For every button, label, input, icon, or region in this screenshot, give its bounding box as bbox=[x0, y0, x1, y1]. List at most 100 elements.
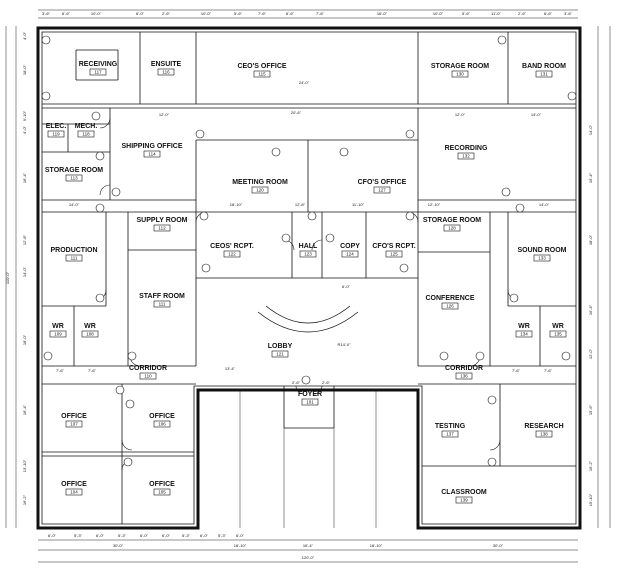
dimension-label: 6'-0" bbox=[140, 533, 149, 538]
room-name: CEO'S OFFICE bbox=[237, 63, 286, 70]
room-name: SHIPPING OFFICE bbox=[121, 143, 182, 150]
room-name: FOYER bbox=[298, 391, 322, 398]
room-number-box bbox=[157, 68, 175, 76]
door-tag bbox=[199, 211, 209, 221]
door-tag bbox=[201, 263, 211, 273]
interior-walls bbox=[42, 32, 576, 528]
room-name: COPY bbox=[340, 243, 360, 250]
dimension-label: 14'-0" bbox=[22, 266, 27, 277]
room-number: 117 bbox=[94, 70, 102, 75]
door-tag bbox=[487, 457, 497, 467]
dimension-texts: 3'-6"6'-6"10'-0"6'-0"2'-6"10'-0"5'-6"7'-… bbox=[5, 11, 593, 560]
room-name: SUPPLY ROOM bbox=[137, 217, 188, 224]
room-name: ELEC. bbox=[46, 123, 67, 130]
room-number: 127 bbox=[378, 188, 386, 193]
door-tag bbox=[95, 203, 105, 213]
room-number-box bbox=[251, 186, 269, 194]
room-number: 115 bbox=[258, 72, 266, 77]
dimension-label: 16'-10" bbox=[234, 543, 247, 548]
door-tag bbox=[487, 395, 497, 405]
dimension-label: 2'-6" bbox=[292, 380, 301, 385]
dimension-label: 3'-6" bbox=[564, 11, 573, 16]
room-number: 125 bbox=[390, 252, 398, 257]
room-number-box bbox=[139, 372, 157, 380]
room-name: WR bbox=[518, 323, 530, 330]
room-number: 111 bbox=[159, 302, 166, 307]
dimension-label: 2'-6" bbox=[322, 380, 331, 385]
room-label: COPY 124 bbox=[340, 243, 360, 258]
room-number-box bbox=[299, 250, 317, 258]
door-tag bbox=[325, 233, 335, 243]
room-number: 134 bbox=[520, 332, 528, 337]
door-tag bbox=[439, 351, 449, 361]
dimension-label: 15'-10" bbox=[588, 493, 593, 506]
dimension-label: 14'-0" bbox=[539, 202, 550, 207]
room-number: 124 bbox=[346, 252, 354, 257]
room-number: 110 bbox=[144, 374, 152, 379]
dimension-label: 6'-0" bbox=[136, 11, 145, 16]
door-tag bbox=[399, 263, 409, 273]
room-number: 138 bbox=[540, 432, 548, 437]
room-number-box bbox=[535, 430, 553, 438]
room-number-box bbox=[65, 488, 83, 496]
dimension-label: 11'-10" bbox=[352, 202, 365, 207]
room-name: WR bbox=[552, 323, 564, 330]
dimension-label: 16'-10" bbox=[370, 543, 383, 548]
room-number: 139 bbox=[460, 498, 468, 503]
room-name: OFFICE bbox=[149, 481, 175, 488]
room-number-box bbox=[341, 250, 359, 258]
dimension-label: 15'-6" bbox=[588, 404, 593, 415]
room-number: 121 bbox=[276, 352, 284, 357]
room-label: WR 134 bbox=[515, 323, 533, 338]
door-tag bbox=[405, 129, 415, 139]
door-tag bbox=[307, 211, 317, 221]
room-number-box bbox=[549, 330, 567, 338]
room-number: 107 bbox=[70, 422, 78, 427]
door-tag bbox=[195, 129, 205, 139]
door-tag bbox=[95, 293, 105, 303]
dimension-label: 16'-4" bbox=[588, 304, 593, 315]
dimension-label: 6'-0" bbox=[200, 533, 209, 538]
room-name: OFFICE bbox=[149, 413, 175, 420]
room-number: 118 bbox=[82, 132, 90, 137]
room-name: HALL bbox=[299, 243, 318, 250]
dimension-label: 16'-4" bbox=[22, 172, 27, 183]
room-name: OFFICE bbox=[61, 481, 87, 488]
dimension-label: 12'-8" bbox=[22, 234, 27, 245]
dimension-label: 6'-0" bbox=[342, 284, 351, 289]
room-name: CORRIDOR bbox=[129, 365, 167, 372]
room-number-box bbox=[457, 152, 475, 160]
room-label: CFO'S RCPT.125 bbox=[372, 243, 416, 258]
room-name: RESEARCH bbox=[524, 423, 563, 430]
room-label: CORRIDOR 110 bbox=[129, 365, 167, 380]
room-number-box bbox=[451, 70, 469, 78]
room-number: 122 bbox=[228, 252, 236, 257]
dimension-label: 24'-0" bbox=[299, 80, 310, 85]
door-tag bbox=[91, 111, 101, 121]
room-number: 101 bbox=[306, 400, 314, 405]
dimension-label: 5'-6" bbox=[234, 11, 243, 16]
room-number-box bbox=[223, 250, 241, 258]
door-tag bbox=[501, 187, 511, 197]
door-tag bbox=[127, 351, 137, 361]
door-tag bbox=[41, 35, 51, 45]
dimension-label: 6'-0" bbox=[236, 533, 245, 538]
door-tag bbox=[509, 293, 519, 303]
room-name: MEETING ROOM bbox=[232, 179, 288, 186]
dimension-label: 4'-0" bbox=[22, 31, 27, 40]
room-number-box bbox=[535, 70, 553, 78]
dimension-label: 16'-4" bbox=[303, 543, 314, 548]
room-number: 136 bbox=[460, 374, 468, 379]
